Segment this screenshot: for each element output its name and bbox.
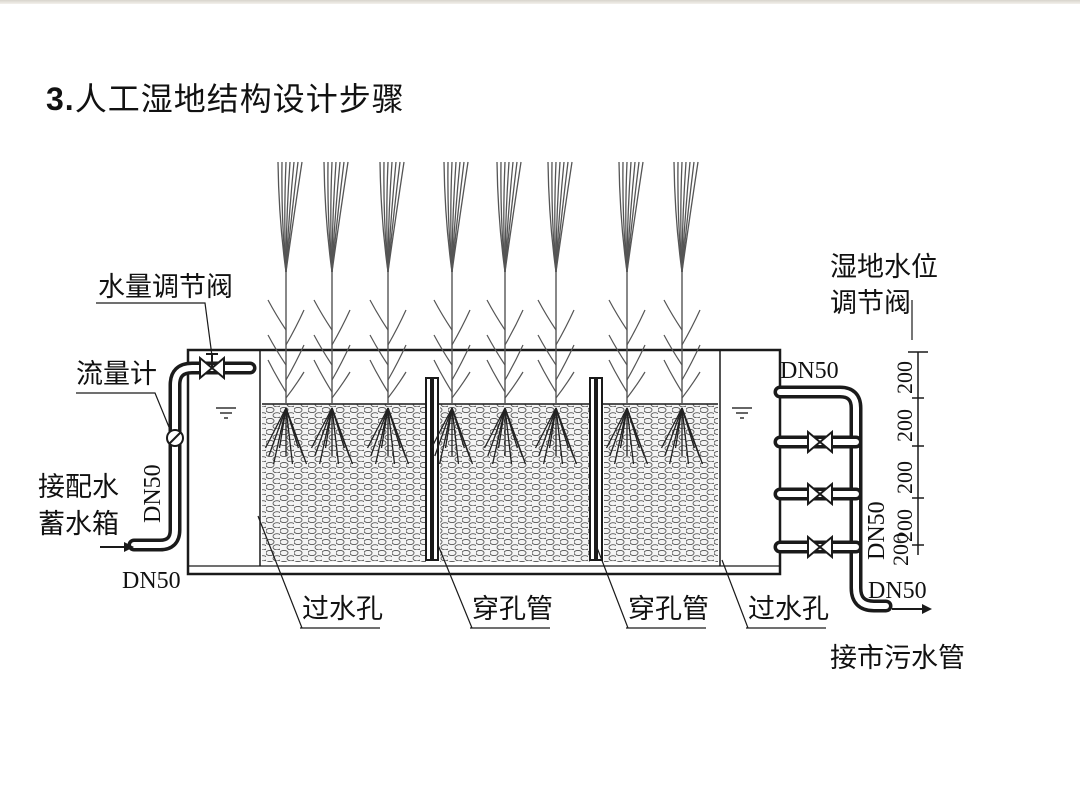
dimension-label: 200 (892, 509, 917, 542)
reed-plant (310, 161, 354, 465)
dimension-label: 200 (892, 409, 917, 442)
water-level-marks (216, 407, 752, 419)
inlet-arrow-head (124, 542, 134, 552)
flowmeter-icon (166, 429, 184, 447)
label-outlet-valve-1: 湿地水位 (830, 252, 938, 283)
label-inlet-valve: 水量调节阀 (98, 272, 233, 303)
slide-title: 3.人工湿地结构设计步骤 (46, 74, 405, 120)
inlet-valve-icon (199, 353, 225, 381)
label-inlet-source-2: 蓄水箱 (38, 509, 119, 540)
dimension-label: 200 (888, 533, 913, 566)
reed-plants (264, 161, 704, 465)
outlet-valve-icons (807, 429, 833, 560)
inlet-pipe (127, 361, 257, 552)
outlet-arrow-head (922, 604, 932, 614)
label-hole-right: 过水孔 (748, 594, 829, 625)
label-perforated-pipe-right: 穿孔管 (628, 594, 709, 625)
label-outlet-destination: 接市污水管 (830, 643, 965, 674)
reed-plant (660, 161, 704, 465)
title-number: 3. (46, 81, 75, 117)
title-text: 人工湿地结构设计步骤 (74, 80, 405, 118)
reed-plant (366, 161, 410, 465)
dimension-line (908, 351, 928, 555)
label-inlet-pipe-bottom: DN50 (122, 568, 181, 594)
reed-plant (483, 161, 527, 465)
dimension-label: 200 (892, 361, 917, 394)
reed-plant (430, 161, 474, 465)
top-border (0, 0, 1080, 4)
gravel-bed (262, 403, 718, 562)
leader-lines (76, 300, 913, 629)
label-perforated-pipe-left: 穿孔管 (472, 594, 553, 625)
label-outlet-pipe-vertical: DN50 (864, 501, 890, 560)
label-inlet-source-1: 接配水 (38, 472, 119, 503)
label-outlet-pipe-bottom: DN50 (868, 578, 927, 604)
perforated-pipes (425, 377, 603, 561)
reed-plant (534, 161, 578, 465)
label-hole-left: 过水孔 (302, 594, 383, 625)
label-flowmeter: 流量计 (76, 359, 157, 390)
wetland-tank (186, 348, 782, 576)
label-inlet-pipe-vertical: DN50 (140, 464, 166, 523)
dimension-label: 200 (892, 461, 917, 494)
label-outlet-pipe-top: DN50 (780, 358, 839, 384)
label-outlet-valve-2: 调节阀 (830, 288, 911, 319)
reed-plant (264, 161, 308, 465)
reed-plant (605, 161, 649, 465)
